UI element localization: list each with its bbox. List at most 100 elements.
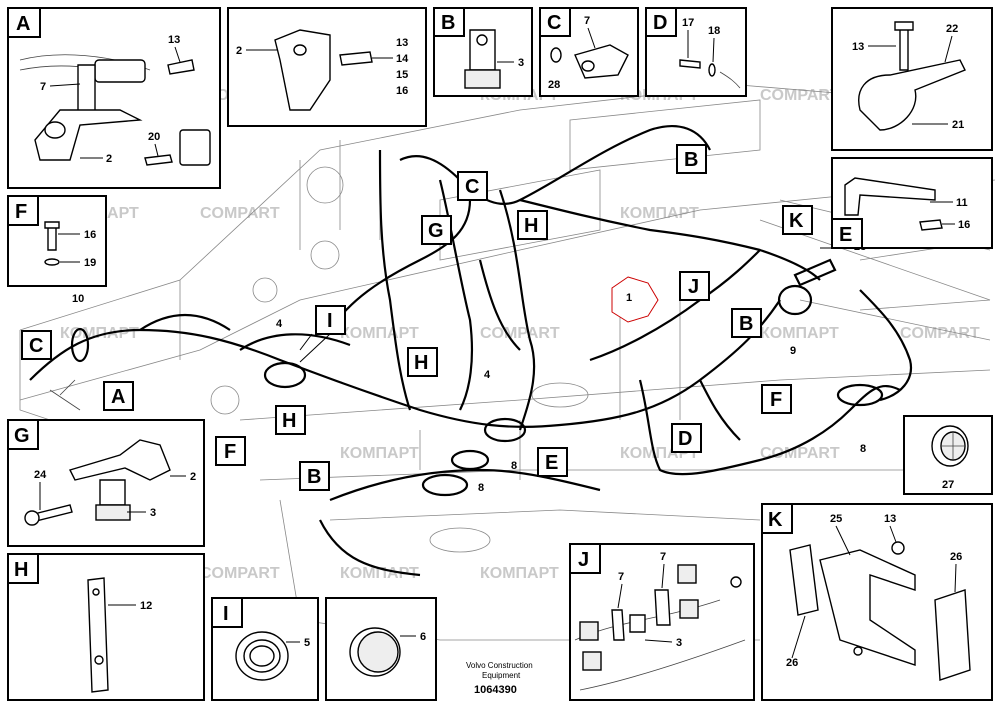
callout-J-box[interactable] bbox=[679, 271, 710, 301]
detail-A: A 13 7 20 2 bbox=[7, 7, 221, 189]
callout-K-box[interactable] bbox=[782, 205, 813, 235]
callout-H-box[interactable] bbox=[517, 210, 548, 240]
callout-H-label: H bbox=[414, 352, 428, 374]
callout-H-box[interactable] bbox=[275, 405, 306, 435]
detail-G-tag bbox=[7, 419, 39, 450]
callout-F-box[interactable] bbox=[761, 384, 792, 414]
part-number: 28 bbox=[548, 79, 560, 91]
callout-J-label: J bbox=[688, 276, 699, 298]
callout-A-label: A bbox=[111, 386, 125, 408]
part-number: 13 bbox=[168, 34, 180, 46]
part-number: 10 bbox=[72, 293, 84, 305]
screw-16-part bbox=[47, 224, 57, 251]
washer-18-part bbox=[708, 63, 716, 77]
callout-F-label: F bbox=[224, 441, 236, 463]
part-number: 26 bbox=[950, 551, 962, 563]
detail-J-tag bbox=[569, 543, 601, 574]
footer-line1: Volvo Construction bbox=[466, 661, 533, 670]
callout-B-box[interactable] bbox=[299, 461, 330, 491]
screw-13-part bbox=[167, 59, 195, 75]
detail-plug: 6 bbox=[325, 597, 437, 701]
part-number: 7 bbox=[40, 81, 46, 93]
part-number: 12 bbox=[140, 600, 152, 612]
detail-bracket: 2 13 14 15 16 bbox=[227, 7, 427, 127]
clip-3-part bbox=[99, 479, 126, 506]
clip-3-part bbox=[629, 614, 646, 633]
detail-D-tag bbox=[645, 7, 677, 37]
grommet-26-part bbox=[934, 589, 971, 681]
screw-17-part bbox=[679, 59, 701, 69]
part-number: 8 bbox=[478, 482, 484, 494]
detail-C: C 7 28 bbox=[539, 7, 639, 97]
detail-J-title: J bbox=[578, 549, 589, 571]
bracket-11-part bbox=[844, 177, 936, 216]
detail-clamp: 13 22 21 bbox=[831, 7, 993, 151]
connector-part bbox=[579, 621, 599, 641]
detail-F-title: F bbox=[15, 201, 27, 223]
clip-7-part bbox=[77, 64, 96, 116]
connector-part bbox=[179, 129, 211, 166]
washer-19-part bbox=[44, 258, 60, 266]
overview-part-numbers: 10 4 4 8 8 8 9 23 bbox=[72, 241, 866, 494]
callout-B-label: B bbox=[307, 466, 321, 488]
callout-B-label: B bbox=[684, 149, 698, 171]
bracket-2-part bbox=[69, 439, 171, 481]
callout-A-box[interactable] bbox=[103, 381, 134, 411]
callout-F-label: F bbox=[770, 389, 782, 411]
callout-I-box[interactable] bbox=[315, 305, 346, 335]
document-code: 1064390 bbox=[474, 684, 517, 696]
screw-13-part bbox=[339, 51, 373, 66]
callout-B-box[interactable] bbox=[676, 144, 707, 174]
bracket-25-part bbox=[819, 549, 916, 666]
callout-H-box[interactable] bbox=[407, 347, 438, 377]
callout-E-label: E bbox=[545, 452, 558, 474]
detail-K-tag bbox=[761, 503, 793, 534]
clip-7-part bbox=[611, 609, 625, 641]
part-number: 22 bbox=[946, 23, 958, 35]
callout-C-label: C bbox=[465, 176, 479, 198]
watermark-text: КОМПАРТ bbox=[620, 205, 699, 222]
footer-line2: Equipment bbox=[482, 671, 521, 680]
part-number: 19 bbox=[84, 257, 96, 269]
callout-F-box[interactable] bbox=[215, 436, 246, 466]
clip-7-part bbox=[654, 589, 671, 626]
callout-D-box[interactable] bbox=[671, 423, 702, 453]
part-number: 17 bbox=[682, 17, 694, 29]
overview-callouts: C G H B K J I C A B H H F F D E B bbox=[21, 144, 813, 491]
part-number: 3 bbox=[518, 57, 524, 69]
detail-I-tag bbox=[211, 597, 243, 628]
part-number: 11 bbox=[956, 197, 968, 209]
part-number: 7 bbox=[584, 15, 590, 27]
callout-I-label: I bbox=[327, 310, 333, 332]
watermark-text: COMPART bbox=[480, 325, 560, 342]
callout-C-box[interactable] bbox=[457, 171, 488, 201]
part-number: 3 bbox=[676, 637, 682, 649]
connector-part bbox=[94, 59, 146, 83]
callout-B-box[interactable] bbox=[731, 308, 762, 338]
bracket-2-part bbox=[34, 109, 143, 161]
part-number: 6 bbox=[420, 631, 426, 643]
callout-E-box[interactable] bbox=[537, 447, 568, 477]
watermark-text: COMPART bbox=[200, 205, 280, 222]
detail-F: F 16 19 bbox=[7, 195, 107, 287]
watermark-text: COMPART bbox=[200, 565, 280, 582]
part-number: 25 bbox=[830, 513, 842, 525]
part-number: 16 bbox=[958, 219, 970, 231]
part-number: 20 bbox=[148, 131, 160, 143]
screw-16-part bbox=[919, 219, 943, 231]
part-number: 2 bbox=[106, 153, 112, 165]
detail-I-title: I bbox=[223, 603, 229, 625]
part-number: 27 bbox=[942, 479, 954, 491]
callout-H-label: H bbox=[282, 410, 296, 432]
watermark-text: COMPART bbox=[760, 445, 840, 462]
watermark-text: КОМПАРТ bbox=[480, 565, 559, 582]
callout-C-box[interactable] bbox=[21, 330, 52, 360]
watermark-text: КОМПАРТ bbox=[340, 565, 419, 582]
bracket-2-part bbox=[274, 29, 331, 111]
part-number: 14 bbox=[396, 53, 409, 65]
watermark-text: COMPART bbox=[900, 325, 980, 342]
detail-C-tag bbox=[539, 7, 571, 37]
detail-D: D 17 18 bbox=[645, 7, 747, 97]
callout-G-box[interactable] bbox=[421, 215, 452, 245]
callout-H-label: H bbox=[524, 215, 538, 237]
